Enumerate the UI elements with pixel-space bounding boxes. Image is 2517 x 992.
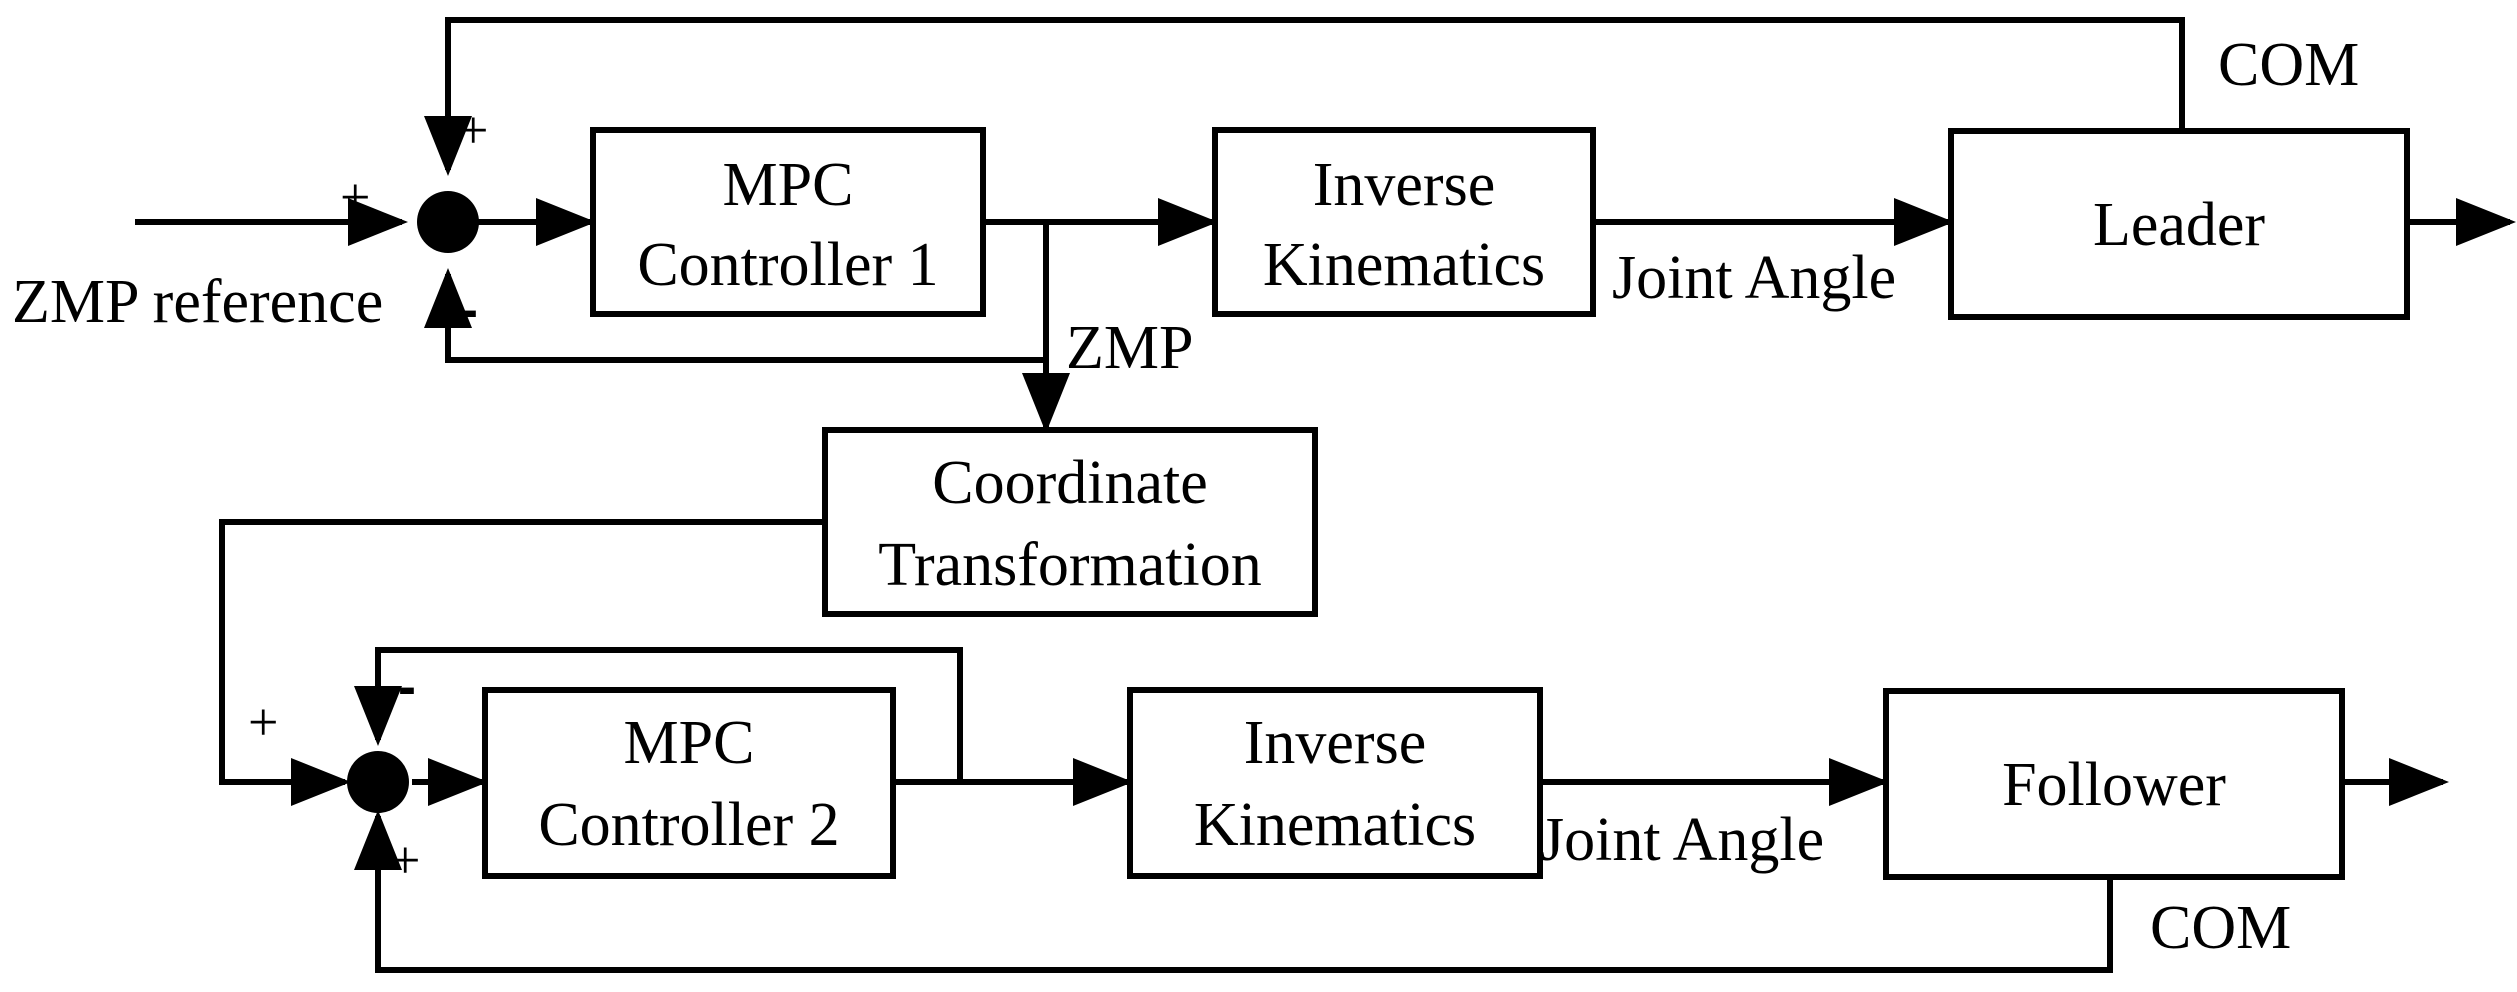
top-loop-wires	[135, 17, 2516, 433]
com-label-2: COM	[2150, 894, 2291, 962]
zmp-label: ZMP	[1066, 314, 1193, 382]
coord-to-sum2-wire	[219, 519, 825, 806]
sum1-top-sign: +	[458, 100, 488, 160]
summing-junction-1	[417, 191, 479, 253]
sum1-left-sign: +	[340, 167, 370, 227]
leader-block: Leader	[1948, 128, 2410, 320]
mpc1-line2: Controller 1	[637, 231, 938, 299]
ik2-line1: Inverse	[1244, 709, 1426, 777]
summing-junction-2	[347, 751, 409, 813]
sum1-bottom-sign: -	[460, 280, 478, 340]
ik2-line2: Kinematics	[1194, 791, 1476, 859]
ik1-line2: Kinematics	[1263, 231, 1545, 299]
mpc1-line1: MPC	[723, 151, 854, 219]
inverse-kinematics-2-block: Inverse Kinematics	[1127, 687, 1543, 879]
joint-angle-label-2: Joint Angle	[1540, 806, 1824, 874]
joint-angle-label-1: Joint Angle	[1612, 244, 1896, 312]
sum2-bottom-sign: +	[390, 830, 420, 890]
leader-label: Leader	[2093, 191, 2265, 259]
coord-line1: Coordinate	[932, 449, 1208, 517]
com-feedback-wire-2	[354, 810, 2113, 973]
coord-line2: Transformation	[878, 531, 1261, 599]
follower-label: Follower	[2002, 751, 2226, 819]
mpc-controller-1-block: MPC Controller 1	[590, 127, 986, 317]
sum2-top-sign: -	[398, 657, 416, 717]
bottom-loop-wires	[219, 519, 2449, 973]
ik1-line1: Inverse	[1313, 151, 1495, 219]
mpc2-line1: MPC	[624, 709, 755, 777]
mpc2-feedback-wire	[354, 647, 963, 782]
zmp-feedback-wire	[424, 222, 1049, 363]
com-feedback-wire-1	[424, 17, 2185, 176]
zmp-reference-label: ZMP reference	[12, 268, 383, 336]
sum2-left-sign: +	[248, 692, 278, 752]
mpc2-line2: Controller 2	[538, 791, 839, 859]
inverse-kinematics-1-block: Inverse Kinematics	[1212, 127, 1596, 317]
mpc-controller-2-block: MPC Controller 2	[482, 687, 896, 879]
coordinate-transformation-block: Coordinate Transformation	[822, 427, 1318, 617]
follower-block: Follower	[1883, 688, 2345, 880]
com-label-1: COM	[2218, 31, 2359, 99]
